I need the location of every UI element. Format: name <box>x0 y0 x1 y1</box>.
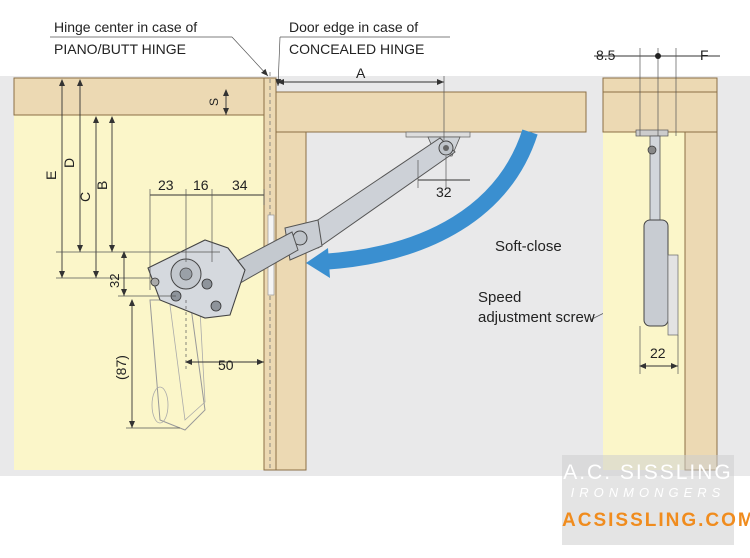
dim-23-label: 23 <box>158 177 174 193</box>
dim-e-label: E <box>43 171 59 180</box>
door-edge-panel <box>275 131 307 471</box>
door-edge-label-1: Door edge in case of <box>289 19 418 35</box>
side-view-plate <box>667 254 679 336</box>
mechanism-ghost-end <box>151 386 169 424</box>
dim-32-left-label: 32 <box>107 274 122 288</box>
dim-s-label: S <box>207 98 221 106</box>
door-edge-label-2: CONCEALED HINGE <box>289 41 424 57</box>
brand-url: ACSISSLING.COM <box>562 510 750 531</box>
hinge-center-leader <box>231 36 269 77</box>
speed-screw-label-1: Speed <box>478 289 521 306</box>
mechanism-screw-4 <box>150 277 160 287</box>
dim-22-label: 22 <box>650 345 666 361</box>
soft-close-arrow-head <box>306 248 330 278</box>
dim-b-label: B <box>94 181 110 190</box>
dim-87-label: (87) <box>113 355 129 380</box>
door-edge-leader <box>275 36 282 87</box>
hinge-center-label-1: Hinge center in case of <box>54 19 197 35</box>
dim-side-center-dot <box>655 53 661 59</box>
side-view-bracket <box>635 129 669 137</box>
dim-16-label: 16 <box>193 177 209 193</box>
dim-32-right-label: 32 <box>436 184 452 200</box>
soft-close-arrow <box>321 129 538 270</box>
hinge-center-label-2: PIANO/BUTT HINGE <box>54 41 186 57</box>
lid-panel <box>275 91 587 133</box>
cabinet-top-panel <box>13 77 267 116</box>
dim-d-label: D <box>61 158 77 168</box>
dim-50-label: 50 <box>218 357 234 373</box>
mechanism-screw-3 <box>210 300 222 312</box>
speed-screw-label-2: adjustment screw <box>478 309 595 326</box>
dim-34-label: 34 <box>232 177 248 193</box>
side-view-wall <box>684 131 718 471</box>
brand-watermark: A.C. SISSLING IRONMONGERS ACSISSLING.COM <box>562 455 750 545</box>
arm-pivot-lid-pin <box>443 145 449 151</box>
mechanism-spring-center <box>179 267 193 281</box>
brand-name: A.C. SISSLING <box>563 461 733 484</box>
side-view-lid <box>602 77 718 133</box>
dim-85-label: 8.5 <box>596 47 616 63</box>
lid-bracket <box>405 131 471 138</box>
dim-f-label: F <box>700 47 709 63</box>
mechanism-screw-2 <box>201 278 213 290</box>
dim-c-label: C <box>77 192 93 202</box>
brand-tagline: IRONMONGERS <box>570 485 726 500</box>
soft-close-label: Soft-close <box>495 238 562 255</box>
dim-a-label: A <box>356 65 366 81</box>
side-view-mechanism <box>643 219 669 327</box>
side-view-pivot <box>647 145 657 155</box>
